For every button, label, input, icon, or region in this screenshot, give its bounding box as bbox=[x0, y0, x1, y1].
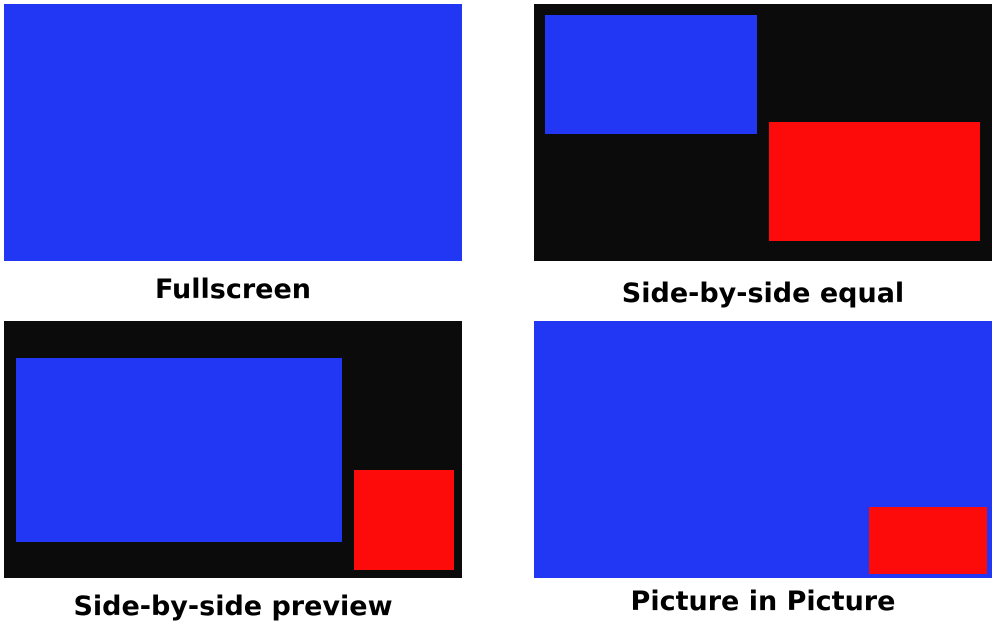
secondary-video-region bbox=[769, 122, 980, 241]
secondary-video-region bbox=[354, 470, 454, 570]
caption-fullscreen: Fullscreen bbox=[154, 274, 312, 305]
primary-video-region bbox=[545, 15, 757, 134]
caption-side-by-side-equal: Side-by-side equal bbox=[621, 278, 905, 309]
caption-side-by-side-preview: Side-by-side preview bbox=[73, 591, 393, 622]
primary-video-region bbox=[16, 358, 342, 542]
caption-picture-in-picture: Picture in Picture bbox=[630, 586, 896, 617]
layout-side-by-side-equal bbox=[534, 4, 992, 261]
layout-fullscreen bbox=[4, 4, 462, 261]
layout-picture-in-picture bbox=[534, 321, 992, 578]
layout-side-by-side-preview bbox=[4, 321, 462, 578]
secondary-video-region bbox=[869, 507, 987, 574]
